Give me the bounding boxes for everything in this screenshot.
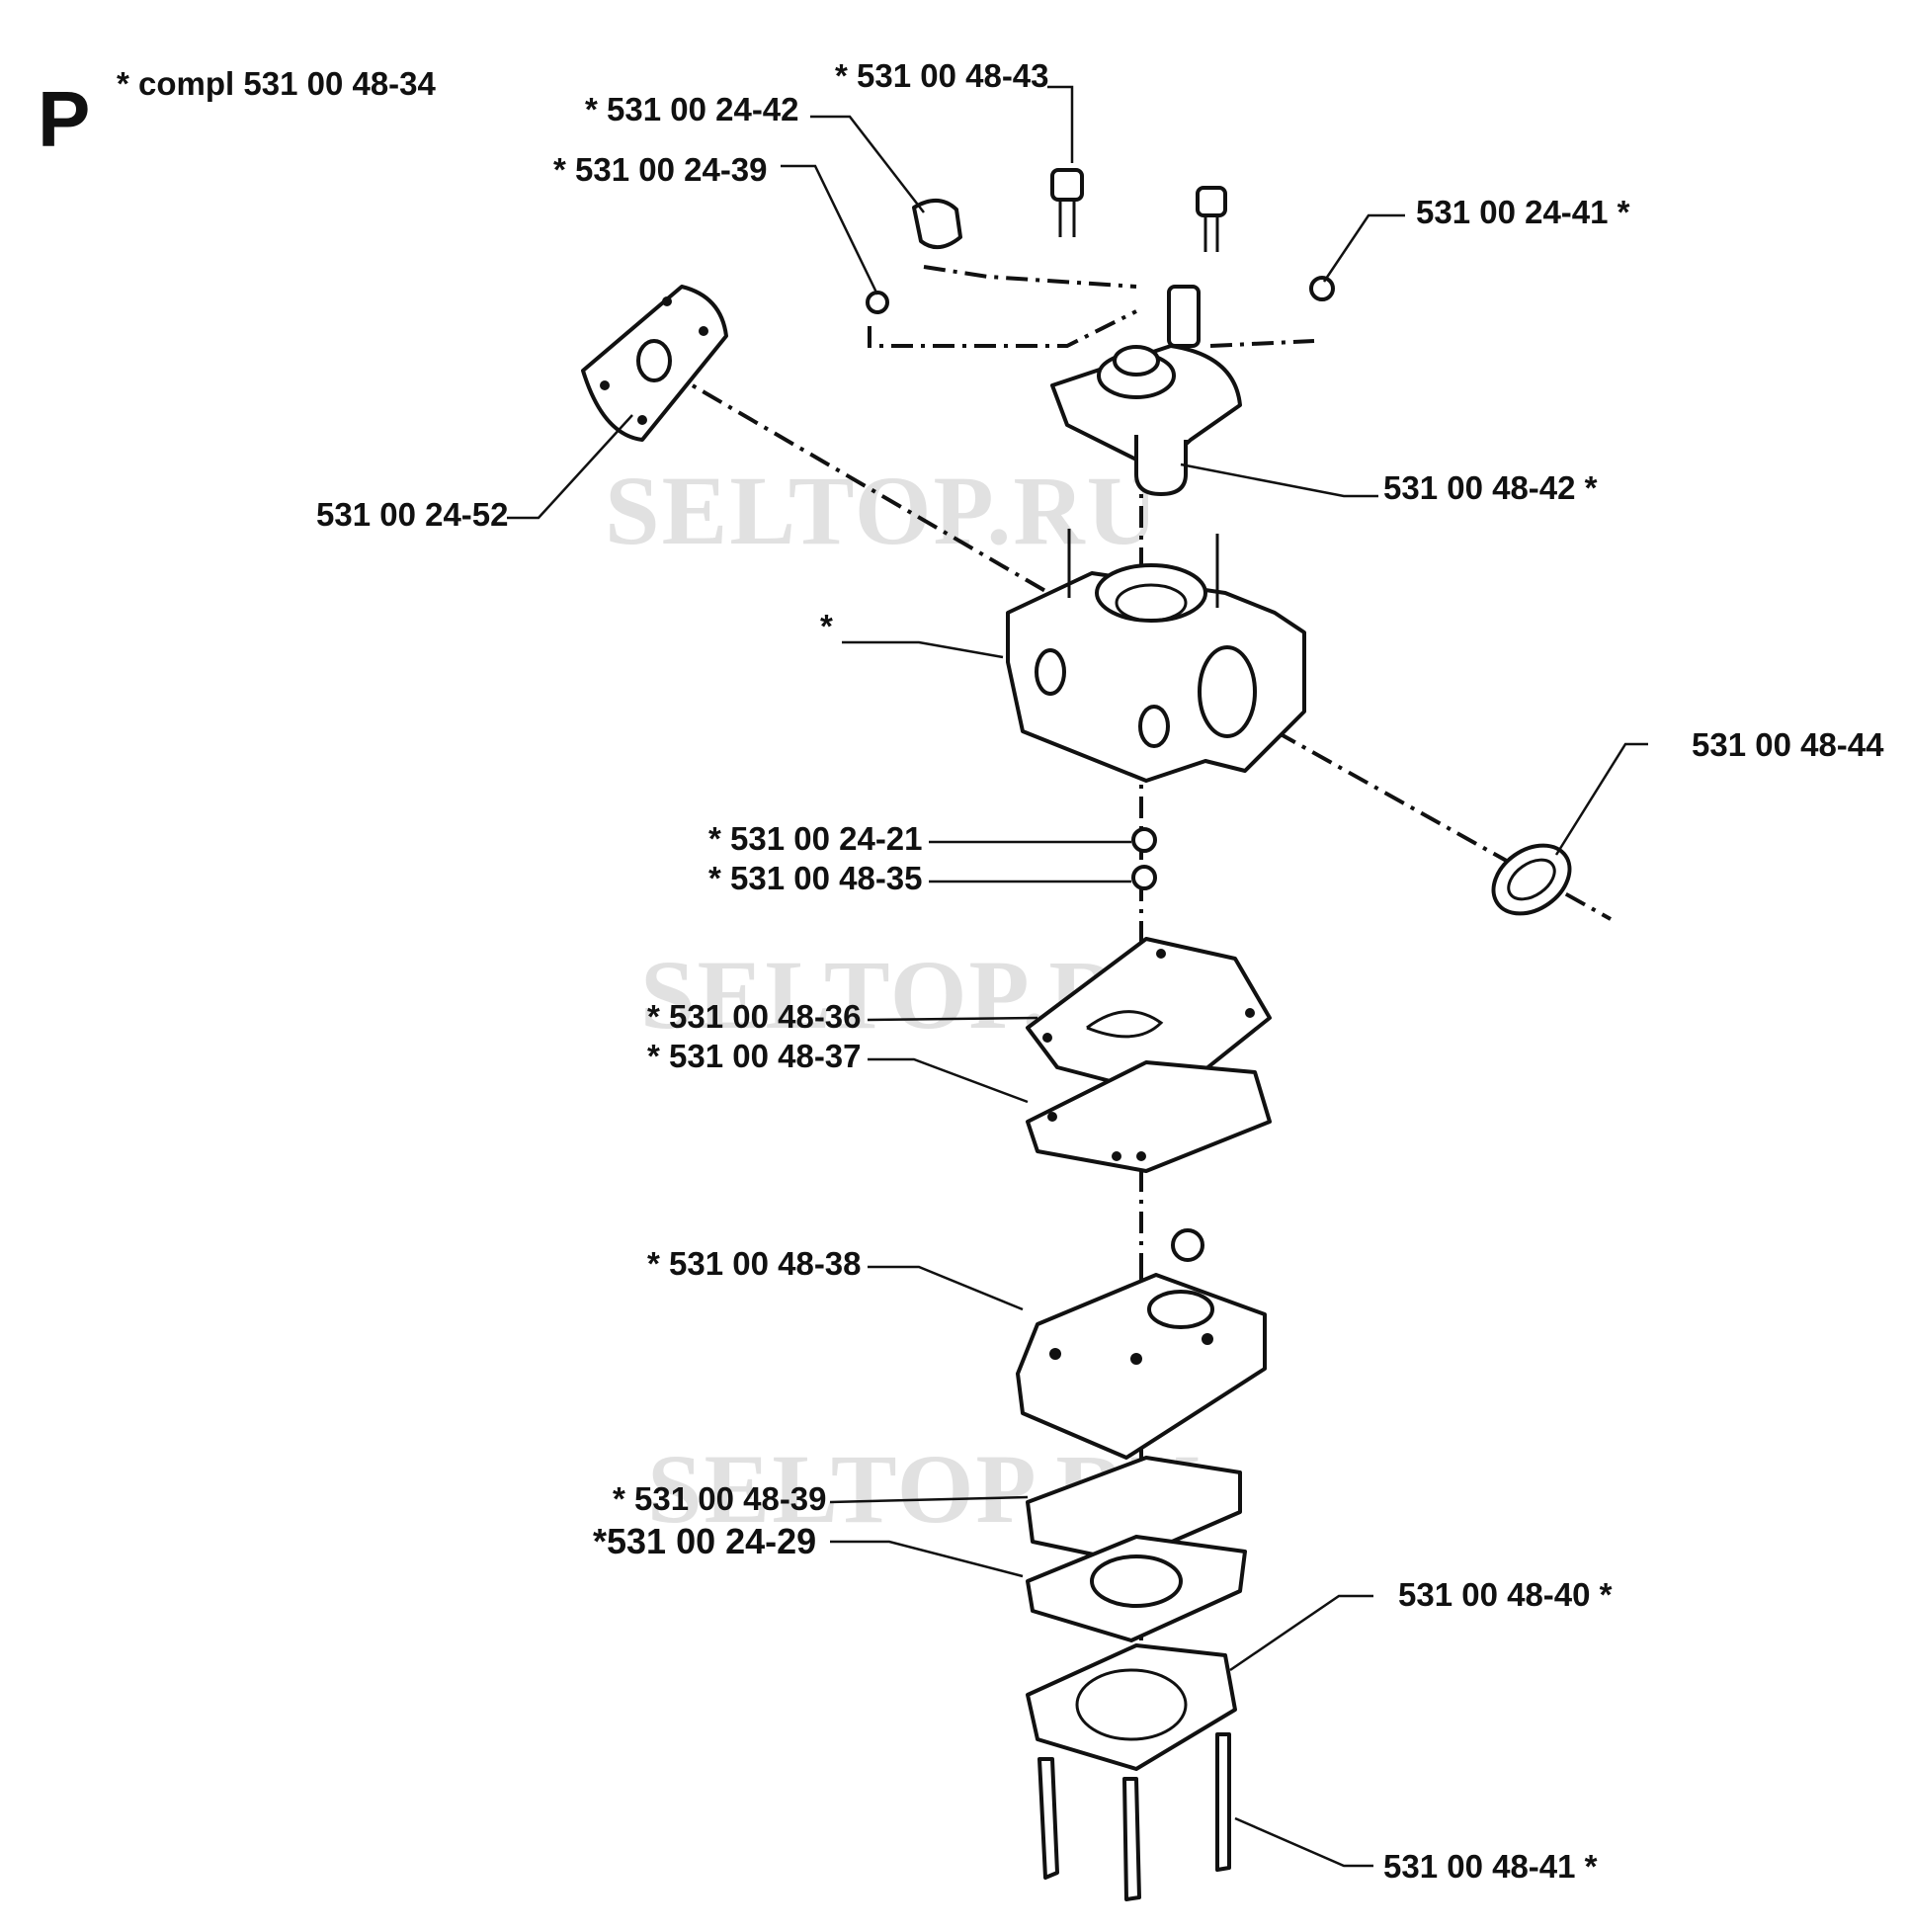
part-screw-right xyxy=(1196,186,1227,252)
part-diaphragm-37 xyxy=(1026,1060,1272,1173)
label-531-00-24-29: *531 00 24-29 xyxy=(593,1521,816,1561)
label-531-00-48-44: 531 00 48-44 xyxy=(1692,726,1884,763)
part-carburetor-body xyxy=(1006,529,1306,783)
leader-lines xyxy=(507,85,1648,1868)
part-screw-43 xyxy=(1050,168,1084,237)
part-cover-40 xyxy=(1026,1643,1237,1771)
part-washer-35 xyxy=(1131,865,1157,890)
label-531-00-48-35: * 531 00 48-35 xyxy=(708,860,923,896)
part-washer-21 xyxy=(1131,827,1157,853)
header-note: * compl 531 00 48-34 xyxy=(117,65,437,102)
label-531-00-48-43: * 531 00 48-43 xyxy=(835,57,1049,94)
part-needle-42 xyxy=(912,199,962,249)
part-screws-41 xyxy=(1037,1732,1231,1901)
part-oring-44 xyxy=(1491,843,1572,916)
label-531-00-48-37: * 531 00 48-37 xyxy=(647,1038,862,1074)
part-gasket-39 xyxy=(1026,1456,1242,1563)
label-531-00-24-39: * 531 00 24-39 xyxy=(553,151,768,188)
label-531-00-48-38: * 531 00 48-38 xyxy=(647,1245,862,1282)
label-531-00-48-42: 531 00 48-42 * xyxy=(1383,469,1598,506)
label-531-00-24-21: * 531 00 24-21 xyxy=(708,820,923,857)
label-531-00-48-40: 531 00 48-40 * xyxy=(1398,1576,1613,1613)
watermark-top: SELTOP.RU xyxy=(605,456,1160,565)
label-carburetor-body: * xyxy=(820,608,833,644)
label-531-00-48-39: * 531 00 48-39 xyxy=(613,1480,827,1517)
part-pump-cover-38 xyxy=(1016,1228,1267,1460)
label-531-00-24-41: 531 00 24-41 * xyxy=(1416,194,1630,230)
label-531-00-48-36: * 531 00 48-36 xyxy=(647,998,862,1035)
section-letter: P xyxy=(38,75,90,163)
part-clip-39 xyxy=(866,291,889,314)
part-gasket-52 xyxy=(581,285,728,442)
part-ring-41 xyxy=(1309,276,1335,301)
label-531-00-24-42: * 531 00 24-42 xyxy=(585,91,799,127)
label-531-00-48-41: 531 00 48-41 * xyxy=(1383,1848,1598,1885)
part-diaphragm-29 xyxy=(1026,1535,1247,1642)
part-gasket-36 xyxy=(1026,937,1272,1099)
label-531-00-24-52: 531 00 24-52 xyxy=(316,496,509,533)
part-throttle-42 xyxy=(1050,285,1242,496)
